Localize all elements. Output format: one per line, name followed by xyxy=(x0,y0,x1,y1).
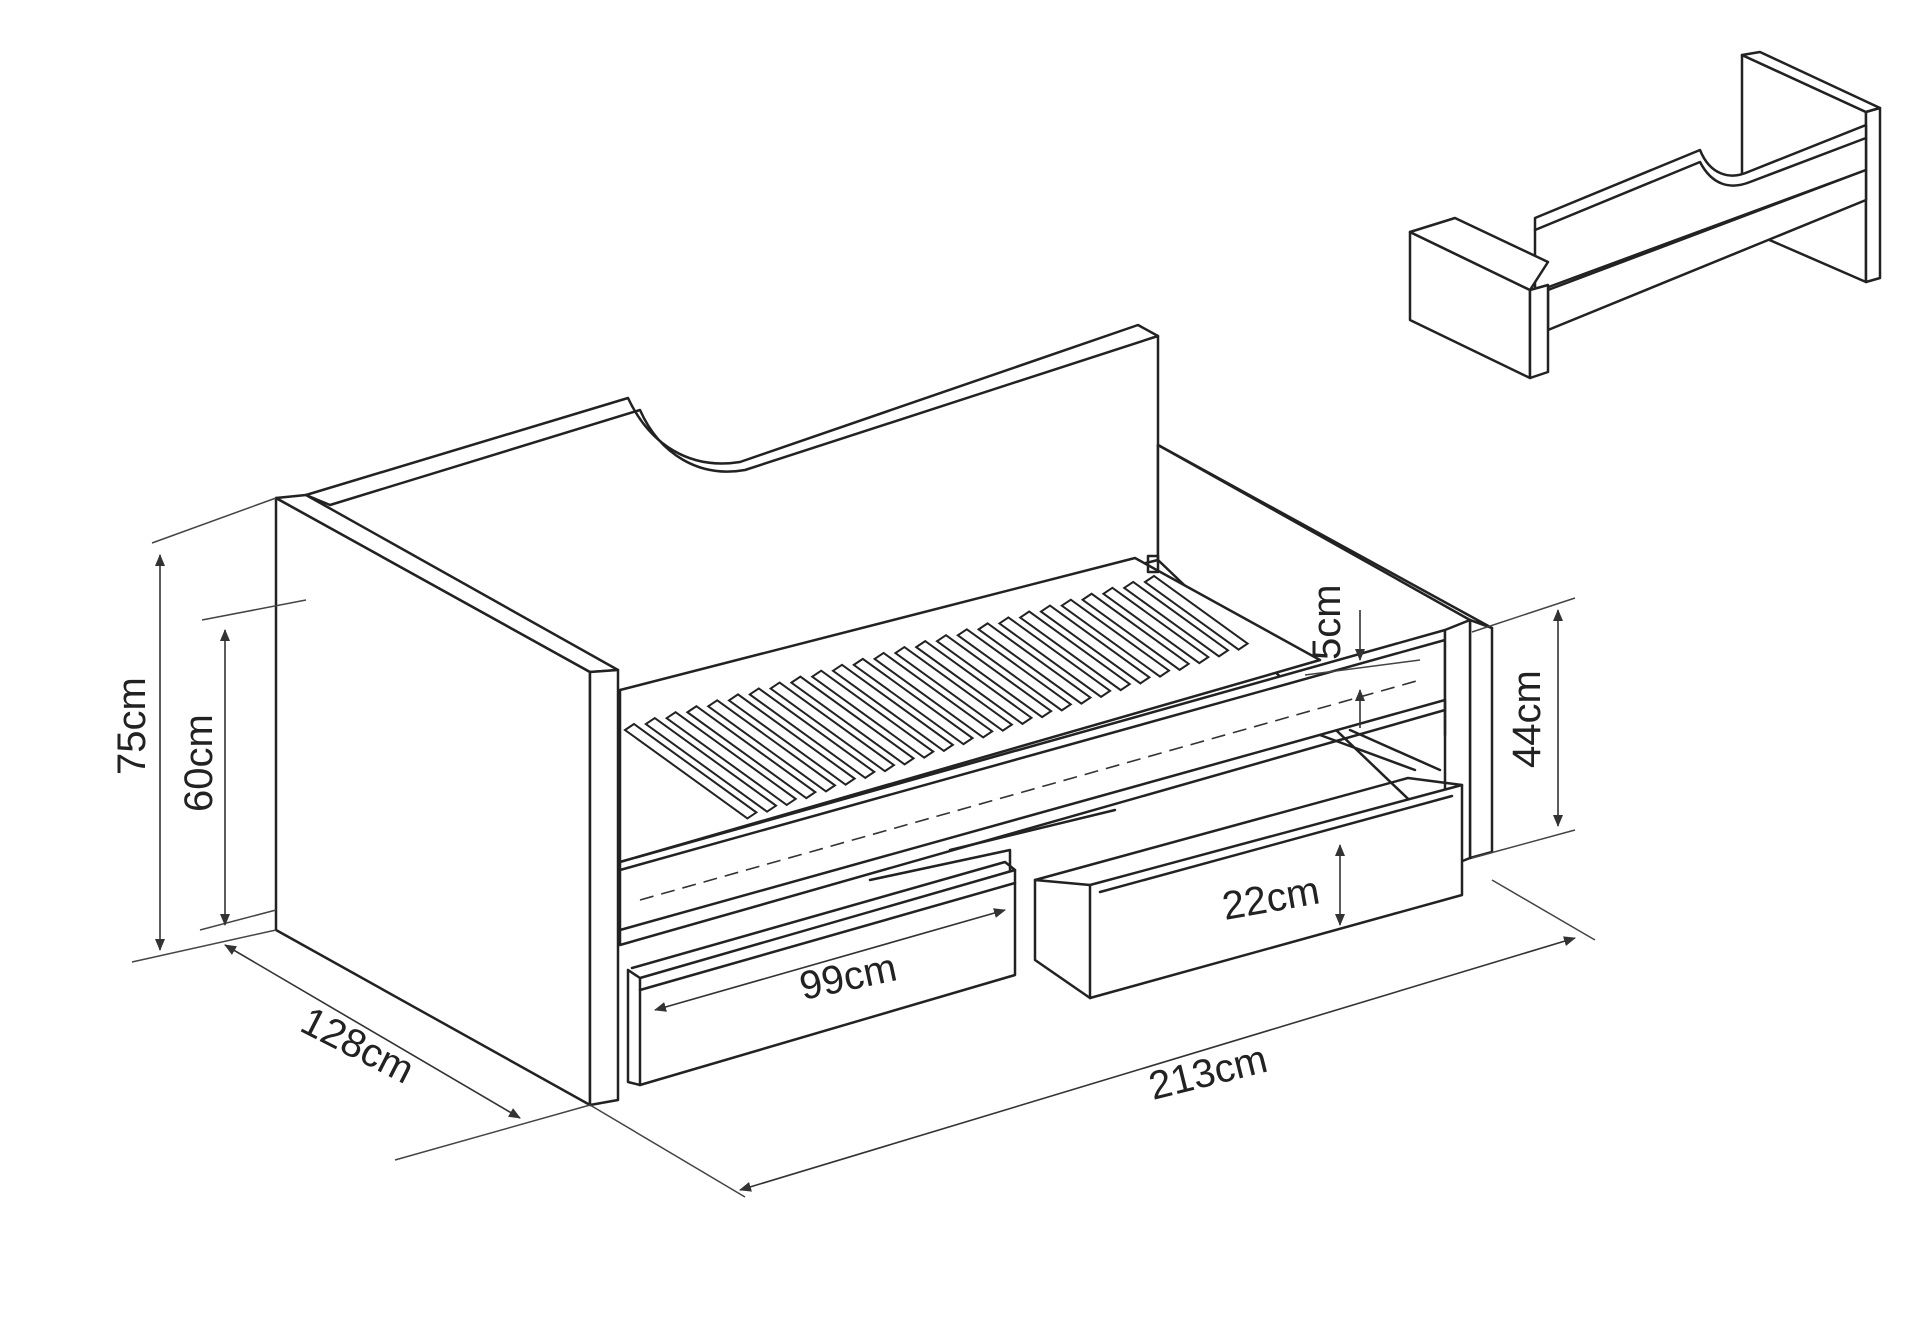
slats xyxy=(623,574,1250,820)
slat xyxy=(706,699,837,793)
slat xyxy=(935,633,1053,719)
slat-bracket xyxy=(1146,554,1160,574)
label-mattress-gap: 5cm xyxy=(1305,584,1349,660)
slat xyxy=(1039,604,1152,685)
slat xyxy=(831,663,955,753)
slat xyxy=(1080,592,1191,672)
slat xyxy=(1101,586,1211,665)
label-depth: 128cm xyxy=(294,999,421,1093)
thumbnail-view xyxy=(1408,50,1882,380)
label-total-height: 75cm xyxy=(110,677,154,775)
slat xyxy=(644,716,778,813)
slat xyxy=(1018,610,1132,692)
slat xyxy=(727,693,857,786)
slat xyxy=(748,687,877,780)
slat xyxy=(976,622,1093,705)
label-side-height: 60cm xyxy=(177,714,221,812)
label-front-height: 44cm xyxy=(1505,670,1549,768)
slat xyxy=(623,722,759,820)
slat xyxy=(1122,580,1230,658)
slat xyxy=(1060,598,1171,678)
slat xyxy=(768,681,896,773)
label-length: 213cm xyxy=(1145,1037,1272,1109)
slat xyxy=(685,705,818,800)
slat xyxy=(664,710,798,807)
slat xyxy=(852,657,975,746)
slat xyxy=(956,628,1073,712)
slat xyxy=(914,639,1034,726)
dimension-lines xyxy=(131,497,1596,1198)
slat xyxy=(789,675,916,766)
slat xyxy=(1143,574,1250,651)
slat xyxy=(810,669,935,759)
slat xyxy=(893,645,1014,732)
slat xyxy=(997,616,1112,699)
slat xyxy=(872,651,994,739)
